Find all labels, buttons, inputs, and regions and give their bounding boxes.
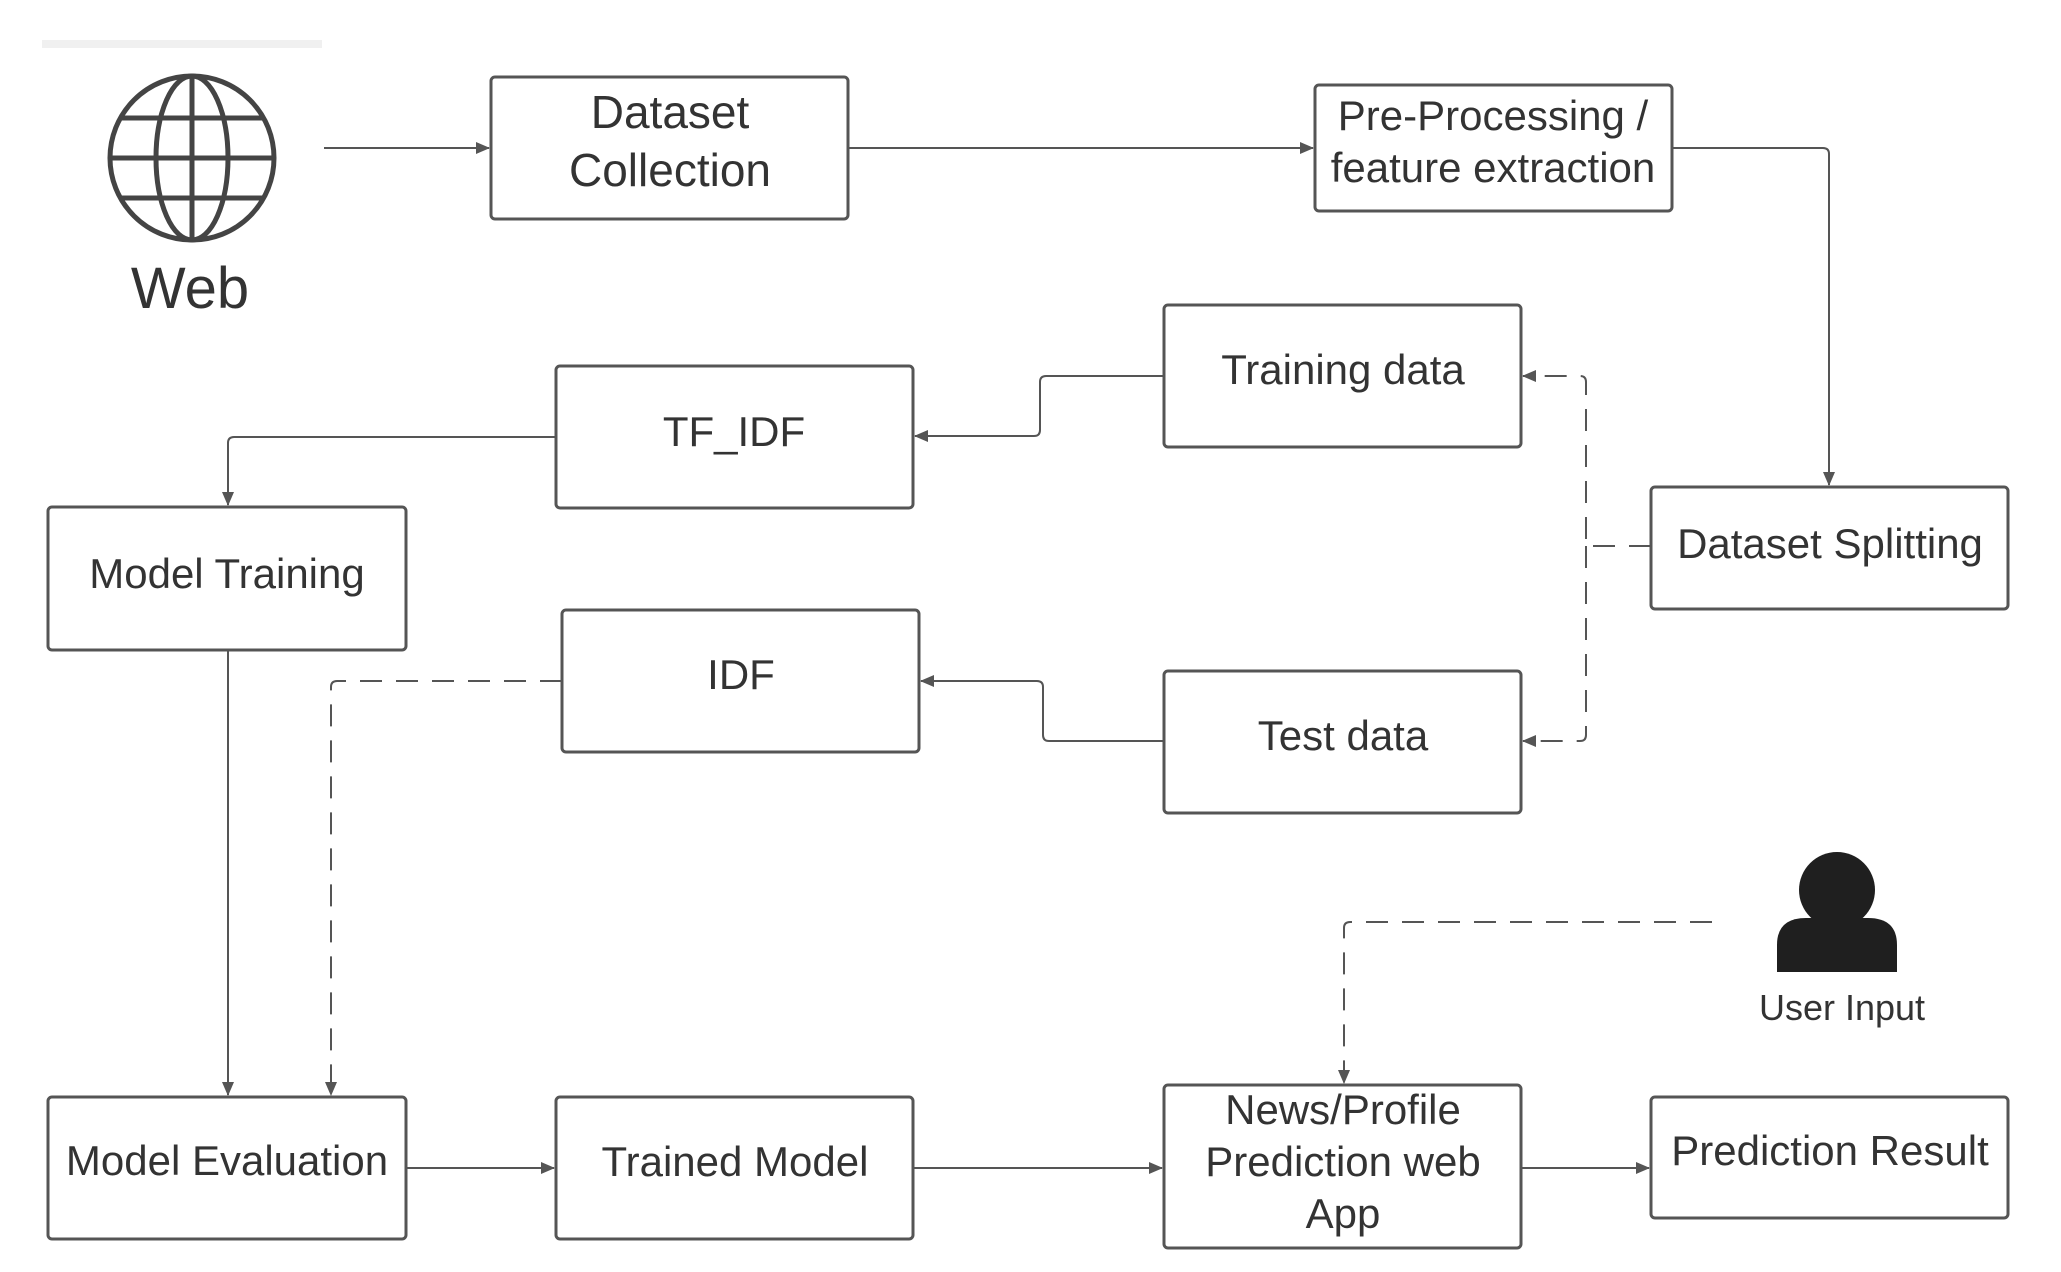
user-input-label: User Input [1759,987,1925,1028]
preprocessing-box: Pre-Processing / feature extraction [1313,83,1674,213]
model-evaluation-label: Model Evaluation [66,1137,388,1184]
web-app-line-3: App [1306,1190,1381,1237]
test-data-box: Test data [1162,669,1523,815]
connector-training-data-to-tf-idf [914,375,1164,442]
connector-idf-to-model-evaluation [325,680,562,1096]
model-evaluation-box: Model Evaluation [46,1095,408,1241]
test-data-label: Test data [1258,712,1429,759]
tf-idf-label: TF_IDF [663,408,805,455]
connector-splitting-to-training-data [1522,370,1651,547]
connector-user-input-to-web-app [1338,921,1712,1084]
trained-model-box: Trained Model [554,1095,915,1241]
dataset-splitting-label: Dataset Splitting [1677,520,1983,567]
connector-splitting-to-test-data [1522,546,1587,747]
training-data-box: Training data [1162,303,1523,449]
dataset-collection-line-1: Dataset [591,86,750,138]
web-app-line-1: News/Profile [1225,1086,1461,1133]
globe-icon [107,73,277,243]
tf-idf-box: TF_IDF [554,364,915,510]
model-training-label: Model Training [89,550,364,597]
trained-model-label: Trained Model [602,1138,869,1185]
prediction-result-box: Prediction Result [1649,1095,2010,1220]
connector-preprocessing-to-splitting [1672,147,1835,486]
prediction-result-label: Prediction Result [1671,1127,1989,1174]
user-icon [1777,852,1897,972]
dataset-collection-line-2: Collection [569,144,771,196]
connector-tf-idf-to-model-training [222,436,556,506]
dataset-splitting-box: Dataset Splitting [1649,485,2010,611]
idf-box: IDF [560,608,921,754]
connector-test-data-to-idf [920,675,1164,742]
preprocessing-line-2: feature extraction [1331,144,1656,191]
idf-label: IDF [707,651,775,698]
model-training-box: Model Training [46,505,408,652]
dataset-collection-box: Dataset Collection [489,75,850,221]
web-app-box: News/Profile Prediction web App [1162,1083,1523,1250]
preprocessing-line-1: Pre-Processing / [1338,92,1649,139]
web-label: Web [131,256,249,321]
web-app-line-2: Prediction web [1205,1138,1480,1185]
training-data-label: Training data [1221,346,1465,393]
